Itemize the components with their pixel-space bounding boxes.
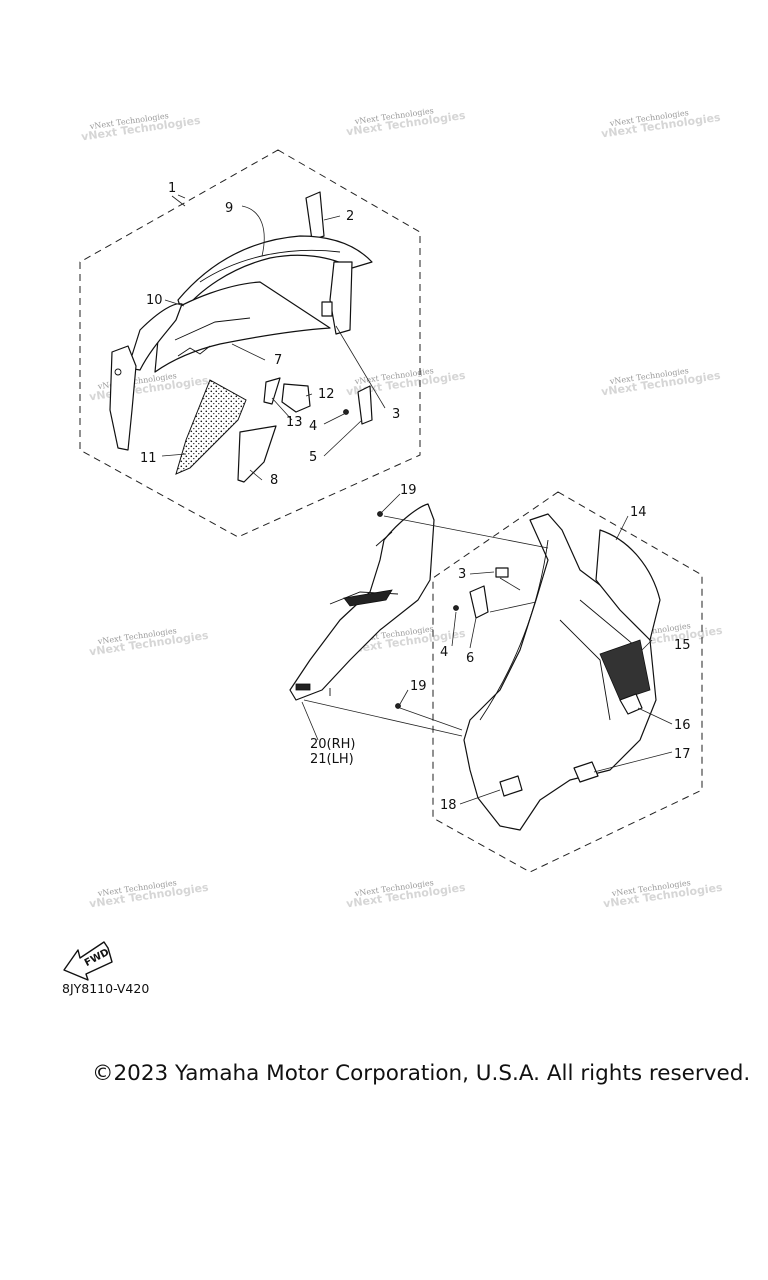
part-6-shape: [469, 585, 489, 619]
part-12-shape: [281, 383, 311, 413]
callout-10: 10: [146, 293, 163, 308]
part-3-clip-shape: [495, 567, 509, 578]
callout-5: 5: [309, 450, 317, 465]
watermark: vNext Technologies vNext Technologies: [80, 111, 201, 143]
watermark: vNext Technologies vNext Technologies: [88, 371, 209, 403]
watermark: vNext Technologies vNext Technologies: [345, 106, 466, 138]
watermark: vNext Technologies vNext Technologies: [600, 108, 721, 140]
part-11-shape: [175, 379, 247, 475]
fwd-arrow-icon: FWD: [63, 941, 113, 981]
drawing-code: 8JY8110-V420: [62, 981, 150, 996]
callout-14: 14: [630, 505, 647, 520]
watermarks: vNext Technologies vNext Technologies vN…: [80, 106, 723, 910]
part-2-shape: [305, 191, 325, 241]
part-18-shape: [499, 775, 523, 797]
callout-13: 13: [286, 415, 303, 430]
part-16-shape: [619, 693, 643, 715]
part-9-shape: [177, 235, 373, 313]
part-7-shape: [154, 281, 331, 373]
part-10-shape: [127, 303, 183, 371]
callout-19-upper: 19: [400, 483, 417, 498]
callout-12: 12: [318, 387, 335, 402]
callout-3-upper: 3: [392, 407, 400, 422]
assembly-14-lower-cowling: 19 14 3 4 6 15 19 16 20(RH) 21(LH) 17 18: [289, 483, 703, 873]
callout-9: 9: [225, 201, 233, 216]
left-frame-shape: [109, 345, 137, 451]
assembly-1-upper-cowling: 1 2 9 10 7 12 13 3 4 5 11 8: [79, 149, 421, 538]
part-19-screw-upper-shape: [377, 511, 383, 517]
callout-17: 17: [674, 747, 691, 762]
part-8-shape: [237, 425, 277, 483]
part-15-shape: [595, 529, 661, 641]
callout-20-rh: 20(RH): [310, 737, 356, 752]
callout-18: 18: [440, 798, 457, 813]
part-3-bracket-shape: [329, 261, 353, 335]
watermark: vNext Technologies vNext Technologies: [602, 878, 723, 910]
part-4-screw-shape: [343, 409, 349, 415]
watermark: vNext Technologies vNext Technologies: [345, 878, 466, 910]
callout-7: 7: [274, 353, 282, 368]
watermark: vNext Technologies vNext Technologies: [600, 366, 721, 398]
part-5-shape: [357, 385, 373, 425]
watermark: vNext Technologies vNext Technologies: [88, 878, 209, 910]
callout-4-lower: 4: [440, 645, 448, 660]
part-13-shape: [263, 377, 281, 405]
callout-3-lower: 3: [458, 567, 466, 582]
assembly-1-boundary: [79, 149, 421, 538]
callout-16: 16: [674, 718, 691, 733]
part-19-screw-lower-shape: [395, 703, 401, 709]
part-17-shape: [573, 761, 599, 783]
part-4-screw-lower-shape: [453, 605, 459, 611]
watermark: vNext Technologies vNext Technologies: [88, 626, 209, 658]
callout-8: 8: [270, 473, 278, 488]
copyright-notice: ©2023 Yamaha Motor Corporation, U.S.A. A…: [92, 1061, 751, 1086]
callout-1: 1: [168, 181, 176, 196]
callout-2: 2: [346, 209, 354, 224]
callout-15: 15: [674, 638, 691, 653]
callout-11: 11: [140, 451, 157, 466]
callout-19-lower: 19: [410, 679, 427, 694]
callout-4-upper: 4: [309, 419, 317, 434]
callout-6: 6: [466, 651, 474, 666]
callout-21-lh: 21(LH): [310, 752, 354, 767]
